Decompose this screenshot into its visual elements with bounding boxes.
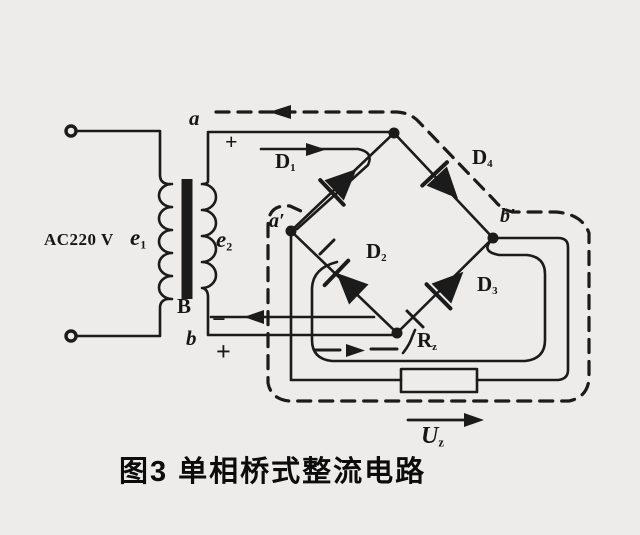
- label-load-resistor: Rz: [417, 330, 437, 353]
- a-prime-load-wire: [289, 229, 403, 382]
- label-transformer: B: [177, 294, 192, 318]
- label-output-voltage: Uz: [421, 424, 444, 449]
- load-label-leader: [401, 328, 417, 355]
- label-secondary-sub: 2: [226, 239, 233, 254]
- current-arrow-a-head: [306, 143, 326, 156]
- primary-winding: [74, 129, 174, 338]
- inner-loop-wire: [310, 238, 547, 363]
- output-arrowhead: [464, 413, 484, 427]
- label-output-main: U: [421, 423, 439, 449]
- label-primary-winding: e1: [130, 226, 146, 251]
- current-arrow-b-head: [244, 310, 264, 324]
- label-terminal-b: b: [186, 326, 197, 350]
- b-prime-load-wire: [475, 236, 570, 382]
- node-top: [388, 127, 400, 139]
- figure-caption: 图3 单相桥式整流电路: [119, 456, 427, 488]
- node-a-prime: [285, 225, 297, 237]
- inner-flow-dashes: [313, 347, 399, 352]
- label-secondary-winding: e2: [216, 228, 232, 253]
- label-d1-main: D: [275, 149, 291, 173]
- label-d2-main: D: [366, 239, 382, 263]
- label-primary-main: e: [130, 225, 141, 250]
- label-diode-d1: D1: [275, 151, 296, 174]
- label-primary-sub: 1: [140, 237, 147, 252]
- label-diode-d2: D2: [366, 241, 387, 264]
- arm-tick-left: [318, 238, 336, 256]
- label-ac-source: AC220 V: [44, 230, 114, 249]
- input-terminal-bottom: [64, 329, 78, 343]
- label-diode-d4: D4: [472, 147, 493, 170]
- label-d4-sub: 4: [487, 158, 493, 171]
- label-plus-top: +: [225, 129, 238, 154]
- label-diode-d3: D3: [477, 274, 498, 297]
- inner-flow-arrowhead: [346, 344, 365, 357]
- diode-d2-symbol: [322, 258, 369, 305]
- label-output-sub: z: [438, 435, 444, 450]
- label-node-b-prime: b′: [500, 205, 516, 227]
- dashed-loop-arrowhead-left: [269, 105, 291, 119]
- dashed-current-path: [214, 110, 591, 403]
- label-d1-sub: 1: [290, 162, 296, 175]
- node-b-prime: [487, 232, 499, 244]
- arm-tick-right: [405, 309, 425, 329]
- label-plus-bottom: +: [216, 337, 231, 366]
- load-resistor: [399, 367, 479, 394]
- label-d3-main: D: [477, 272, 493, 296]
- diode-d4-symbol: [420, 160, 458, 199]
- current-arrow-a-line: [259, 147, 371, 231]
- diode-d1-symbol: [318, 168, 357, 207]
- label-d2-sub: 2: [381, 252, 387, 265]
- label-load-sub: z: [432, 341, 438, 354]
- label-minus-bottom: −: [212, 307, 226, 333]
- bridge-arms: [289, 131, 495, 335]
- diode-d3-symbol: [424, 271, 464, 311]
- label-node-a-prime: a′: [269, 210, 285, 232]
- label-d3-sub: 3: [492, 285, 498, 298]
- label-load-main: R: [417, 328, 433, 352]
- node-bottom: [391, 327, 403, 339]
- label-terminal-a: a: [189, 106, 200, 130]
- input-terminal-top: [64, 124, 78, 138]
- secondary-winding: [200, 130, 399, 337]
- label-secondary-main: e: [216, 227, 227, 252]
- transformer-core: [181, 179, 193, 299]
- label-d4-main: D: [472, 145, 488, 169]
